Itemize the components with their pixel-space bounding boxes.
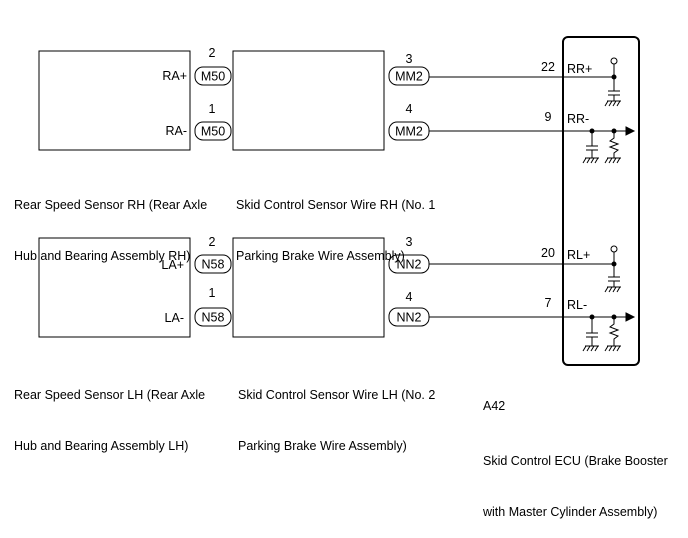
- connector-m50-pos-label: M50: [201, 70, 225, 84]
- wire-lh-pos-pin: 3: [406, 235, 413, 249]
- connector-mm2-neg-label: MM2: [395, 125, 423, 139]
- skid-control-ecu-box: [562, 36, 640, 366]
- skid-control-sensor-wire-lh-box: [232, 237, 385, 338]
- rear-speed-sensor-lh-box: [38, 237, 191, 338]
- connector-m50-neg-label: M50: [201, 125, 225, 139]
- connector-mm2-pos: [388, 66, 430, 86]
- connector-mm2-pos-label: MM2: [395, 70, 423, 84]
- sensor-rh-pos-terminal: RA+: [162, 69, 187, 83]
- sensor-lh-caption-line2: Hub and Bearing Assembly LH): [14, 439, 189, 453]
- connector-n58-pos: [194, 254, 232, 274]
- ecu-caption-line2: with Master Cylinder Assembly): [483, 505, 658, 519]
- sensor-lh-caption-line1: Rear Speed Sensor LH (Rear Axle: [14, 388, 206, 402]
- ecu-pin-rr-plus: 22: [541, 60, 555, 74]
- ecu-terminal-rl-minus: RL-: [567, 298, 587, 312]
- ecu-rr-plus-circuit: [563, 57, 621, 107]
- wire-rh-pos-pin: 3: [406, 52, 413, 66]
- sensor-rh-neg-terminal: RA-: [165, 124, 187, 138]
- ecu-terminal-rl-plus: RL+: [567, 248, 590, 262]
- sensor-lh-caption: Rear Speed Sensor LH (Rear Axle Hub and …: [14, 353, 205, 472]
- ecu-rl-minus-circuit: [563, 312, 636, 352]
- sensor-rh-neg-pin: 1: [209, 102, 216, 116]
- skid-control-sensor-wire-rh-box: [232, 50, 385, 151]
- sensor-rh-caption-line1: Rear Speed Sensor RH (Rear Axle: [14, 198, 208, 212]
- connector-m50-neg: [194, 121, 232, 141]
- wire-lh-caption-line1: Skid Control Sensor Wire LH (No. 2: [238, 388, 436, 402]
- sensor-lh-neg-terminal: LA-: [165, 311, 184, 325]
- connector-n58-pos-label: N58: [202, 258, 225, 272]
- ecu-terminal-rr-plus: RR+: [567, 62, 592, 76]
- connector-m50-pos: [194, 66, 232, 86]
- sensor-lh-pos-pin: 2: [209, 235, 216, 249]
- ecu-code: A42: [483, 399, 506, 413]
- wire-lh-caption: Skid Control Sensor Wire LH (No. 2 Parki…: [238, 353, 435, 472]
- wire-lh-caption-line2: Parking Brake Wire Assembly): [238, 439, 407, 453]
- ecu-rr-minus-circuit: [563, 126, 636, 164]
- wire-rh-caption-line2: Parking Brake Wire Assembly): [236, 249, 405, 263]
- wire-lh-neg-pin: 4: [406, 290, 413, 304]
- wire-rh-caption-line1: Skid Control Sensor Wire RH (No. 1: [236, 198, 436, 212]
- ecu-rl-plus-circuit: [563, 245, 621, 293]
- sensor-rh-caption-line2: Hub and Bearing Assembly RH): [14, 249, 191, 263]
- ecu-pin-rr-minus: 9: [545, 110, 552, 124]
- connector-nn2-neg-label: NN2: [396, 311, 421, 325]
- ecu-terminal-rr-minus: RR-: [567, 112, 589, 126]
- sensor-lh-pos-terminal: LA+: [161, 258, 184, 272]
- ecu-caption: A42 Skid Control ECU (Brake Booster with…: [483, 364, 668, 538]
- rear-speed-sensor-rh-box: [38, 50, 191, 151]
- ecu-pin-rl-plus: 20: [541, 246, 555, 260]
- connector-n58-neg-label: N58: [202, 311, 225, 325]
- sensor-rh-caption: Rear Speed Sensor RH (Rear Axle Hub and …: [14, 163, 207, 282]
- ecu-caption-line1: Skid Control ECU (Brake Booster: [483, 454, 668, 468]
- sensor-rh-pos-pin: 2: [209, 46, 216, 60]
- ecu-pin-rl-minus: 7: [545, 296, 552, 310]
- wiring-diagram: RA+ RA- 2 1 M50 M50 3 4 MM2 MM2 22 RR+ 9…: [38, 36, 640, 366]
- connector-nn2-pos-label: NN2: [396, 258, 421, 272]
- sensor-lh-neg-pin: 1: [209, 286, 216, 300]
- wire-rh-neg-pin: 4: [406, 102, 413, 116]
- wire-rh-caption: Skid Control Sensor Wire RH (No. 1 Parki…: [236, 163, 435, 282]
- connector-n58-neg: [194, 307, 232, 327]
